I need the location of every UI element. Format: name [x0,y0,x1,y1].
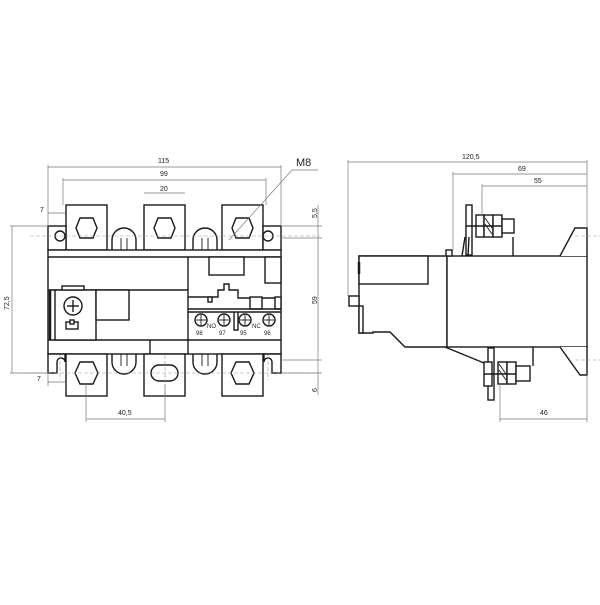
dim-terminal-width: 20 [160,186,168,193]
no-label: NO [207,324,216,330]
nc-label: NC [252,324,261,330]
dim-top-offset: 5,5 [312,208,319,218]
aux-terminal-screws [194,312,276,331]
terminal-label-97: 97 [219,331,226,337]
dim-left-offset-bottom: 7 [37,376,41,383]
dim-rear-depth: 46 [540,410,548,417]
terminal-screw-icon [194,313,208,327]
dim-mounting-height: 59 [312,296,319,304]
dim-bottom-offset: 6 [312,388,319,392]
hex-nut-icon [231,217,254,239]
dim-depth-to-terminal: 69 [518,166,526,173]
hex-nut-icon [75,217,98,239]
top-terminal-lugs [65,204,264,251]
dim-left-offset-top: 7 [40,207,44,214]
thread-callout: M8 [296,157,311,169]
dim-overall-width: 115 [158,158,169,165]
adjust-dial-icon [63,296,83,316]
side-view: 120,5 69 55 46 [347,154,600,422]
terminal-screw-icon [262,313,276,327]
terminal-label-96: 96 [264,331,271,337]
dim-terminal-span: 99 [160,171,168,178]
terminal-label-98: 98 [196,331,203,337]
dim-overall-height: 72,5 [4,296,11,310]
dim-overall-depth: 120,5 [462,154,480,161]
hex-nut-icon [153,217,176,239]
bottom-terminal-lugs [65,353,264,397]
terminal-screw-icon [217,313,231,327]
dim-pole-pitch: 40,5 [118,410,132,417]
front-view: 98 NO 97 95 NC 96 [4,157,322,422]
terminal-label-95: 95 [240,331,247,337]
dim-depth-to-nut: 55 [534,178,542,185]
terminal-screw-icon [238,313,252,327]
